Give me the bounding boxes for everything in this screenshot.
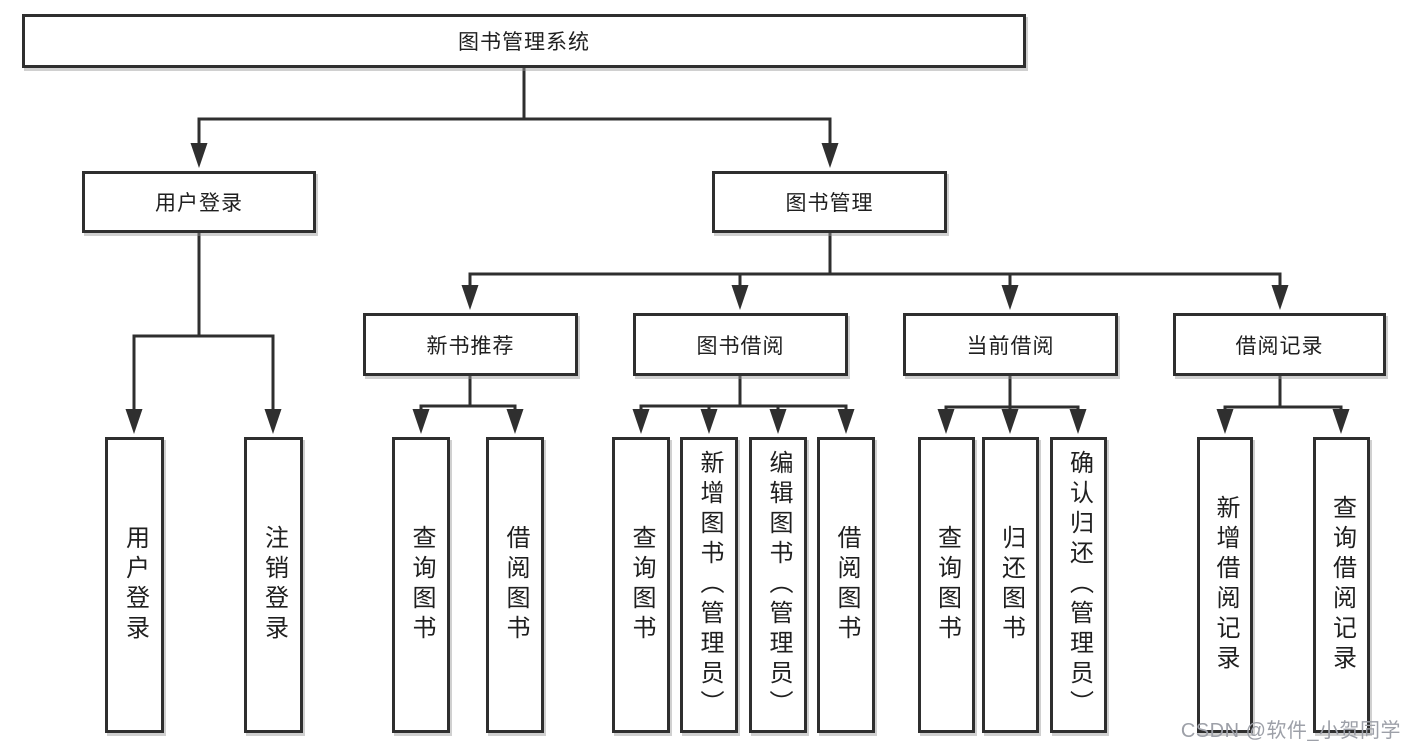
node-label: 图书管理系统 [458,31,590,54]
node-label: 注销登录 [260,525,288,645]
node-leaf-add-record: 新增借阅记录 [1197,437,1253,733]
node-label: 用户登录 [121,525,149,645]
watermark-text: CSDN @软件_小贺同学 [1180,720,1401,742]
node-leaf-borrow-book-1: 借阅图书 [486,437,544,733]
node-root: 图书管理系统 [22,14,1026,68]
node-label: 查询图书 [628,525,655,645]
node-leaf-confirm-return: 确认归还（管理员） [1050,437,1107,733]
node-label: 用户登录 [155,192,243,215]
node-label: 查询借阅记录 [1328,495,1356,675]
node-leaf-query-book-3: 查询图书 [918,437,975,733]
node-leaf-query-book-2: 查询图书 [612,437,670,733]
node-borrow-record: 借阅记录 [1173,313,1386,376]
node-label: 借阅记录 [1235,334,1324,358]
node-leaf-add-book: 新增图书（管理员） [680,437,738,733]
node-leaf-logout: 注销登录 [244,437,303,733]
node-label: 新书推荐 [426,334,515,358]
node-label: 查询图书 [933,525,961,645]
node-leaf-query-record: 查询借阅记录 [1313,437,1370,733]
node-current-borrow: 当前借阅 [903,313,1118,376]
node-leaf-edit-book: 编辑图书（管理员） [749,437,807,733]
node-label: 编辑图书（管理员） [765,450,792,720]
node-leaf-borrow-book-2: 借阅图书 [817,437,875,733]
node-book-mgmt: 图书管理 [712,171,947,233]
node-label: 当前借阅 [966,334,1055,358]
node-leaf-return-book: 归还图书 [982,437,1039,733]
node-new-book-rec: 新书推荐 [363,313,578,376]
node-label: 借阅图书 [502,525,529,645]
node-label: 确认归还（管理员） [1065,450,1093,720]
node-leaf-query-book-1: 查询图书 [392,437,450,733]
node-label: 新增借阅记录 [1212,495,1239,675]
node-label: 图书管理 [785,192,874,215]
node-leaf-user-login: 用户登录 [105,437,164,733]
node-label: 新增图书（管理员） [696,450,723,720]
node-user-login: 用户登录 [82,171,316,233]
node-book-borrow: 图书借阅 [633,313,848,376]
node-label: 借阅图书 [833,525,860,645]
node-label: 查询图书 [408,525,435,645]
node-label: 图书借阅 [696,334,785,358]
node-label: 归还图书 [997,525,1025,645]
